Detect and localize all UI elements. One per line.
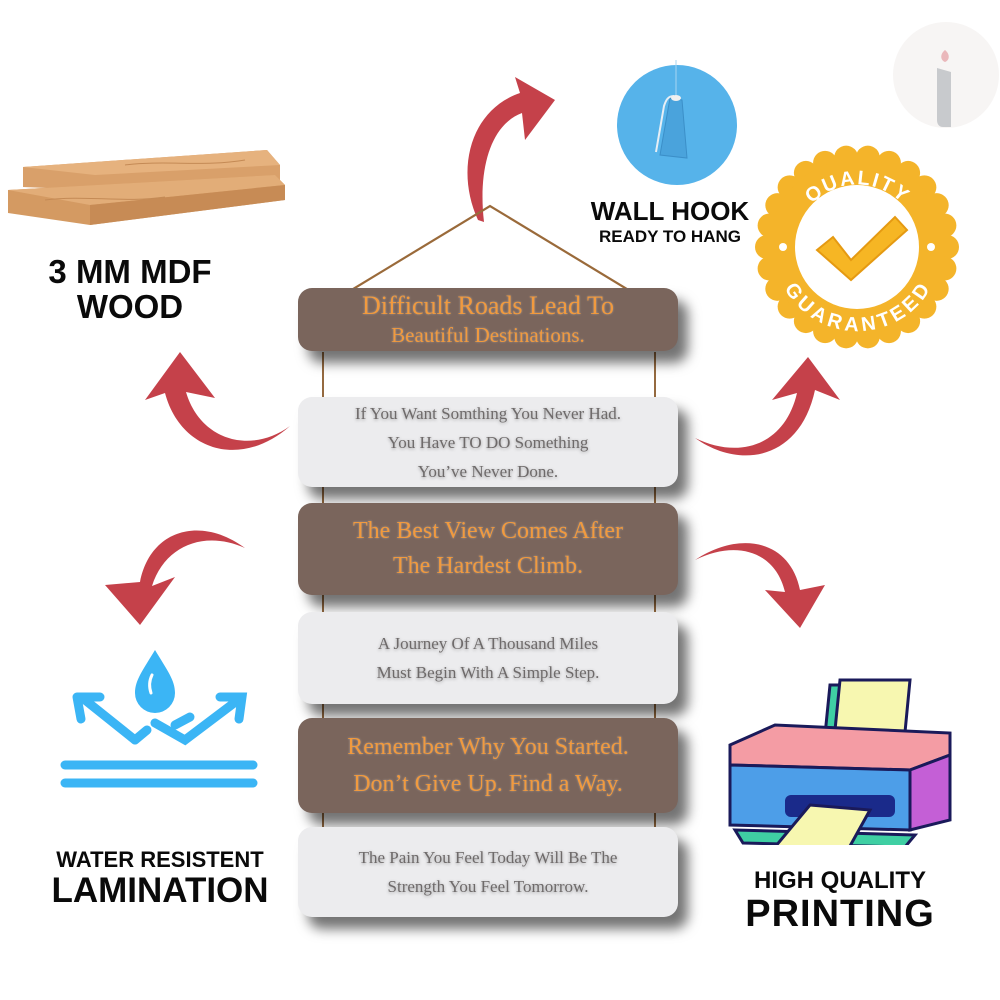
quote-board-1: Difficult Roads Lead To Beautiful Destin…	[298, 288, 678, 351]
arrow-to-quality	[695, 357, 840, 456]
mdf-label-line2: WOOD	[76, 287, 184, 325]
quote-line: Beautiful Destinations.	[391, 323, 585, 347]
quote-line: You’ve Never Done.	[417, 461, 559, 481]
quote-board-3: The Best View Comes After The Hardest Cl…	[298, 503, 678, 595]
quote-line: If You Want Somthing You Never Had.	[354, 403, 622, 423]
printer-icon	[728, 678, 952, 845]
water-label: WATER RESISTENT LAMINATION	[30, 848, 290, 910]
printing-label-line1: HIGH QUALITY	[754, 867, 926, 894]
hanging-rope	[334, 204, 646, 301]
quote-board-5: Remember Why You Started. Don’t Give Up.…	[298, 718, 678, 813]
checkmark-icon	[815, 215, 909, 282]
info-logo-icon	[893, 22, 999, 128]
quote-line: Must Begin With A Simple Step.	[376, 663, 600, 682]
hook-label-line1: WALL HOOK	[590, 196, 750, 226]
quote-line: A Journey Of A Thousand Miles	[377, 634, 599, 653]
water-label-line1: WATER RESISTENT	[56, 847, 264, 872]
quote-board-4: A Journey Of A Thousand Miles Must Begin…	[298, 612, 678, 704]
arrow-to-printer	[695, 543, 825, 628]
quote-line: Strength You Feel Tomorrow.	[387, 877, 589, 896]
hook-label-line2: READY TO HANG	[598, 227, 741, 247]
mdf-label-line1: 3 MM MDF	[48, 253, 212, 290]
quote-line: The Best View Comes After	[352, 518, 624, 544]
hook-label: WALL HOOK READY TO HANG	[570, 196, 770, 247]
arrow-to-water	[105, 530, 245, 625]
quote-line: Difficult Roads Lead To	[361, 291, 615, 320]
quote-board-6: The Pain You Feel Today Will Be The Stre…	[298, 827, 678, 917]
quote-line: You Have TO DO Something	[387, 432, 589, 452]
arrow-to-mdf	[145, 352, 290, 450]
printing-label-line2: PRINTING	[745, 893, 935, 936]
quality-badge-icon: QUALITY GUARANTEED	[755, 145, 959, 349]
wood-planks-icon	[8, 150, 285, 225]
mdf-label: 3 MM MDF WOOD	[20, 253, 240, 325]
printing-label: HIGH QUALITY PRINTING	[720, 868, 960, 935]
quote-board-2: If You Want Somthing You Never Had. You …	[298, 397, 678, 487]
arrow-to-hook	[467, 77, 555, 222]
wall-hook-icon	[617, 60, 737, 185]
quote-line: Remember Why You Started.	[347, 733, 629, 760]
quote-line: The Pain You Feel Today Will Be The	[358, 848, 618, 867]
quote-line: Don’t Give Up. Find a Way.	[353, 770, 623, 797]
water-resistant-icon	[60, 650, 258, 788]
water-label-line2: LAMINATION	[51, 871, 269, 911]
quote-line: The Hardest Climb.	[393, 553, 583, 579]
